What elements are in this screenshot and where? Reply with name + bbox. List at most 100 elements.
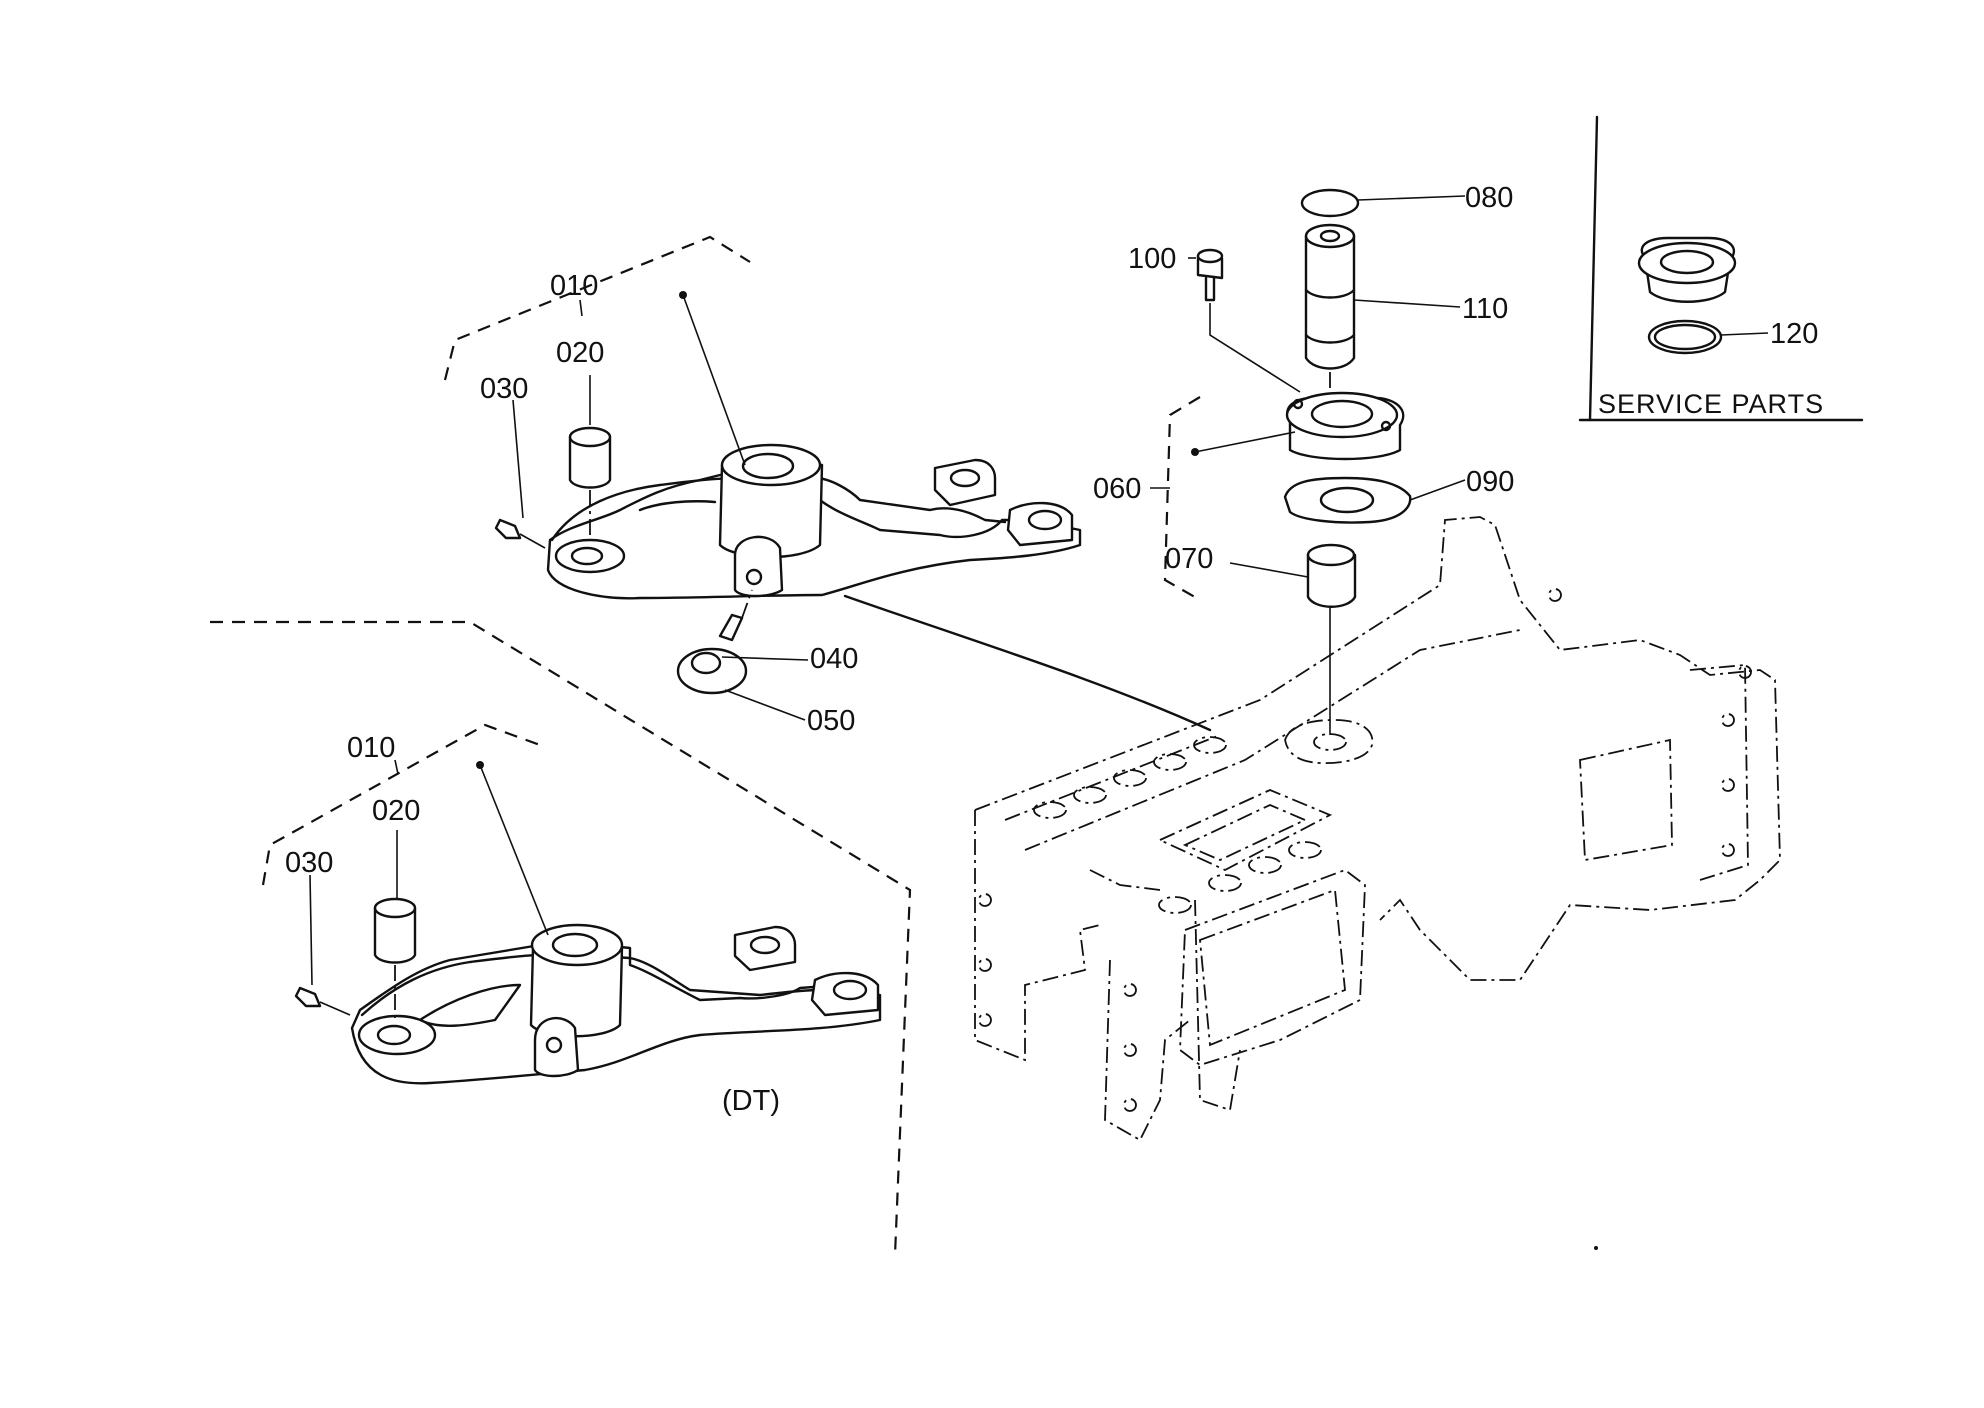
lower-arm-lug: [533, 1016, 580, 1078]
upper-cap-050-head: [690, 651, 722, 675]
lower-bushing-020-top: [373, 897, 417, 919]
lower-knuckle-arm-assembly-dt: 010 020 030 (DT): [261, 723, 882, 1117]
axle-hole-9: [1721, 843, 1735, 857]
axle-plug-7: [1248, 856, 1282, 874]
service-housing-bore: [1659, 249, 1715, 275]
axle-inner-edge: [1024, 629, 1521, 851]
lower-arm-left-eye-bore: [376, 1024, 412, 1046]
upper-arm-tab-1-hole: [949, 468, 981, 488]
lower-arm-tab-1-hole: [749, 935, 781, 955]
axle-cover-plate-inner: [1199, 888, 1346, 1047]
axle-plug-3: [1113, 769, 1147, 787]
upper-arm-tab-2: [1006, 501, 1074, 547]
upper-arm-left-eye: [554, 538, 626, 574]
bolt-100-path: [1209, 303, 1301, 393]
lower-030-leader: [309, 874, 313, 986]
kingpin-110-top: [1304, 223, 1356, 249]
kingpin-110-hole: [1319, 229, 1341, 243]
group-060-bracket: [1163, 396, 1201, 601]
axle-kingpin-seat: [1284, 719, 1374, 764]
service-oring-120-inner: [1653, 323, 1717, 351]
axle-cover-plate: [1179, 868, 1366, 1066]
callout-030-bottom: 030: [285, 847, 333, 879]
axle-right-flange: [1689, 664, 1749, 881]
callout-050: 050: [807, 705, 855, 737]
upper-010-leader: [682, 294, 746, 466]
callout-070: 070: [1165, 543, 1213, 575]
lower-010-leader-dot: [476, 761, 484, 769]
upper-group-bracket: [443, 235, 751, 381]
axle-plug-2: [1073, 786, 1107, 804]
axle-plug-4: [1153, 753, 1187, 771]
upper-nipple-axis: [519, 533, 546, 549]
kingpin-110-groove-2: [1304, 333, 1356, 344]
housing-060-flange: [1285, 391, 1399, 439]
upper-010-leader-dot: [679, 291, 687, 299]
service-parts-divider: [1588, 115, 1599, 422]
upper-050-leader: [724, 689, 806, 721]
lower-grease-nipple-030: [294, 986, 322, 1008]
axle-plug-9: [1158, 896, 1192, 914]
axle-plug-1: [1033, 801, 1067, 819]
axle-right-window: [1579, 738, 1673, 862]
upper-arm-rib: [638, 500, 717, 512]
dot-060: [1191, 448, 1199, 456]
axle-beam-outline: [974, 516, 1781, 981]
lower-arm-window: [418, 983, 522, 1027]
service-parts-box: 120 SERVICE PARTS: [1578, 115, 1864, 422]
axle-hole-8: [1721, 778, 1735, 792]
bolt-100-thread: [1204, 276, 1216, 302]
service-parts-label: SERVICE PARTS: [1598, 389, 1824, 419]
upper-bolt-040: [718, 613, 744, 642]
callout-040: 040: [810, 643, 858, 675]
lower-arm-tab-1: [733, 925, 797, 972]
lower-group-bracket: [261, 723, 541, 886]
callout-020-bottom: 020: [372, 795, 420, 827]
leader-110: [1353, 299, 1461, 308]
lower-nipple-axis: [319, 1001, 351, 1016]
callout-090: 090: [1466, 466, 1514, 498]
axle-step: [1089, 869, 1161, 891]
upper-arm-lug: [733, 535, 784, 598]
upper-bushing-020: [568, 435, 612, 489]
axle-left-end: [974, 810, 1101, 1062]
housing-060-hole-1: [1292, 398, 1304, 410]
lower-arm-lug-hole: [545, 1036, 563, 1054]
leader-080: [1357, 195, 1466, 201]
callout-120: 120: [1770, 318, 1818, 350]
axle-plug-8: [1288, 841, 1322, 859]
axle-plug-6: [1208, 874, 1242, 892]
callout-100: 100: [1128, 243, 1176, 275]
axle-hole-1: [978, 893, 992, 907]
housing-060-bore: [1310, 399, 1374, 429]
housing-060-hole-2: [1380, 420, 1392, 432]
kingpin-110: [1304, 234, 1356, 370]
axle-hole-11: [1738, 665, 1752, 679]
kingpin-110-groove-1: [1304, 288, 1356, 299]
axle-hole-3: [978, 1013, 992, 1027]
lower-010-tick: [394, 759, 399, 775]
leader-060-dot: [1194, 431, 1296, 453]
lower-010-leader: [479, 764, 549, 936]
bushing-070: [1306, 553, 1357, 608]
front-axle-housing: [974, 516, 1781, 1142]
axle-raised-pad: [1157, 789, 1333, 872]
upper-040-leader: [721, 656, 809, 661]
callout-010-top: 010: [550, 270, 598, 302]
upper-arm-boss-top: [720, 443, 822, 487]
upper-arm-lug-hole: [745, 568, 763, 586]
lower-arm-tab-2: [810, 971, 880, 1017]
lower-arm-boss-top: [530, 923, 624, 967]
scan-speck: [1594, 1246, 1598, 1250]
bolt-100-head: [1196, 248, 1224, 264]
axle-hole-6: [1123, 1098, 1137, 1112]
cap-080: [1300, 188, 1360, 218]
axle-flange-left: [1104, 959, 1191, 1142]
lower-arm-boss-bore: [551, 932, 599, 958]
leader-090: [1409, 479, 1466, 501]
axle-hole-4: [1123, 983, 1137, 997]
kingpin-stack: 080 110 100 060 090: [1093, 182, 1514, 735]
axle-hole-10: [1548, 588, 1562, 602]
